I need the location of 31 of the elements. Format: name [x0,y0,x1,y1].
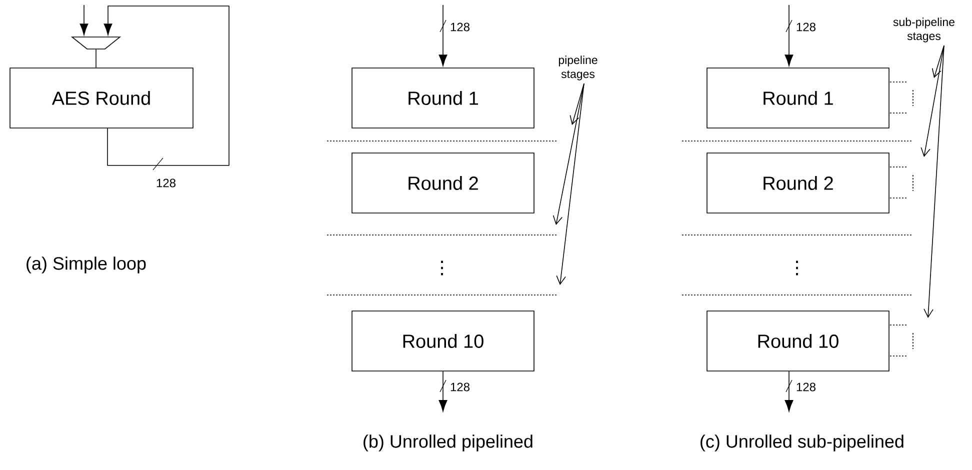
leader-line [556,83,584,285]
annotation-text: pipeline stages [558,56,598,80]
arrow [438,4,448,66]
leader-line [932,45,944,78]
round-box: Round 2 [352,152,534,214]
arrow [80,4,88,36]
annotation-text: sub-pipeline stages [893,18,954,42]
round-box: Round 1 [706,68,890,128]
ellipsis: ⋮ [796,260,798,276]
bus-width-label: 128 [796,382,816,392]
round-box: Round 2 [706,152,890,214]
bus-width-label: 128 [156,178,176,188]
round-box: Round 10 [352,310,534,372]
caption: (a) Simple loop [26,256,146,274]
caption: (c) Unrolled sub-pipelined [700,434,904,452]
leader-line [924,45,944,318]
arrow [784,371,794,412]
bus-width-label: 128 [796,22,816,32]
caption: (b) Unrolled pipelined [364,434,532,452]
arrow [784,4,794,66]
leader-line [920,45,944,157]
leader-line [552,83,584,225]
arrow [104,6,230,166]
round-box: Round 10 [706,310,890,372]
ellipsis: ⋮ [441,260,443,276]
round-box: AES Round [10,68,194,128]
arrow [438,371,448,412]
leader-line [570,83,584,125]
bus-width-label: 128 [450,22,470,32]
round-box: Round 1 [352,68,534,128]
bus-width-label: 128 [450,382,470,392]
